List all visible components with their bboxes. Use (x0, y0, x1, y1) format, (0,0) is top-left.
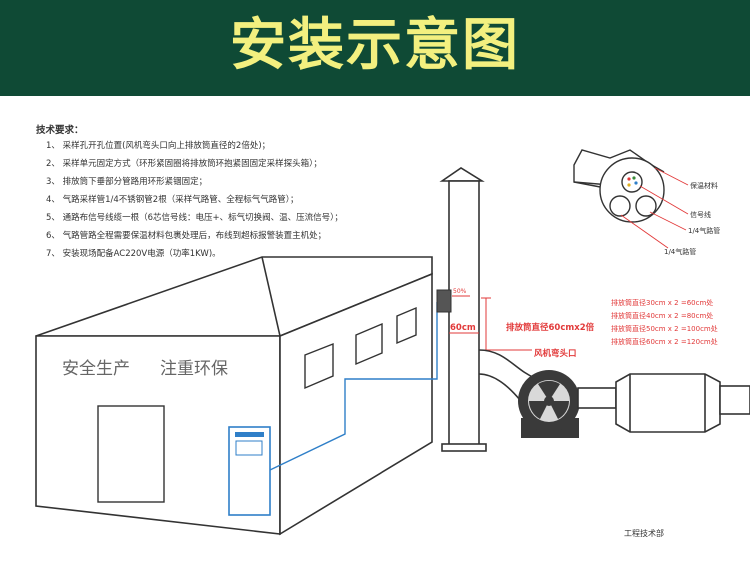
exhaust-stack (439, 167, 487, 452)
fan-duct (478, 349, 536, 401)
note-line: 排放筒直径40cm x 2 =80cm处 (611, 311, 713, 320)
centrifugal-fan (518, 370, 580, 438)
stack-height-note: 排放筒直径60cmx2倍 (506, 322, 595, 333)
slogan-environment: 注重环保 (160, 359, 228, 379)
sampling-cable (269, 302, 438, 471)
sampling-probe-box (436, 289, 452, 313)
requirement-item: 5、 通路布信号线缆一根（6芯信号线：电压+、标气切换阀、温、压流信号）； (46, 213, 343, 223)
page-title: 安装示意图 (230, 13, 520, 78)
requirement-item: 2、 采样单元固定方式（环形紧固圈将排放筒环抱紧固固定采样探头箱）； (46, 159, 322, 169)
requirements-list: 1、 采样孔开孔位置(风机弯头口向上排放筒直径的2倍处)； 2、 采样单元固定方… (36, 139, 343, 259)
footer-department: 工程技术部 (624, 529, 664, 538)
cross-section-label: 信号线 (690, 210, 711, 219)
signal-wire-dots (627, 176, 638, 187)
alarm-cabinet (228, 426, 271, 516)
note-line: 排放筒直径60cm x 2 =120cm处 (611, 337, 718, 346)
stack-width-label: 60cm (450, 323, 476, 333)
header-banner: 安装示意图 (0, 0, 750, 96)
cross-section-label: 1/4气路管 (688, 226, 720, 235)
building-door (97, 405, 165, 503)
requirements-title: 技术要求： (36, 125, 84, 136)
requirement-item: 3、 排放筒下垂部分管路用环形紧锢固定； (46, 177, 208, 187)
note-line: 排放筒直径50cm x 2 =100cm处 (611, 324, 718, 333)
requirement-item: 6、 气路管路全程需要保温材料包裹处理后，布线到超标报警装置主机处； (46, 231, 327, 241)
slogan-safety: 安全生产 (62, 359, 130, 379)
cross-section-label: 1/4气路管 (664, 247, 696, 256)
building-windows (304, 306, 417, 390)
note-line: 排放筒直径30cm x 2 =60cm处 (611, 298, 713, 307)
installation-diagram: 50% 60cm 排放筒直径60cmx2倍 风机弯头口 (35, 149, 750, 536)
pct-label: 50% (453, 288, 467, 295)
requirement-item: 4、 气路采样管1/4不锈钢管2根（采样气路管、全程标气气路管）； (46, 195, 299, 205)
requirement-item: 1、 采样孔开孔位置(风机弯头口向上排放筒直径的2倍处)； (46, 141, 271, 151)
process-pipe (577, 373, 750, 433)
cross-section-leaders (620, 167, 689, 249)
cross-section-pipe (573, 149, 665, 223)
elbow-label: 风机弯头口 (534, 348, 577, 359)
cross-section-label: 保温材料 (690, 181, 718, 190)
technical-requirements: 技术要求： 1、 采样孔开孔位置(风机弯头口向上排放筒直径的2倍处)； 2、 采… (36, 122, 343, 265)
requirement-item: 7、 安装现场配备AC220V电源（功率1KW)。 (46, 249, 221, 259)
